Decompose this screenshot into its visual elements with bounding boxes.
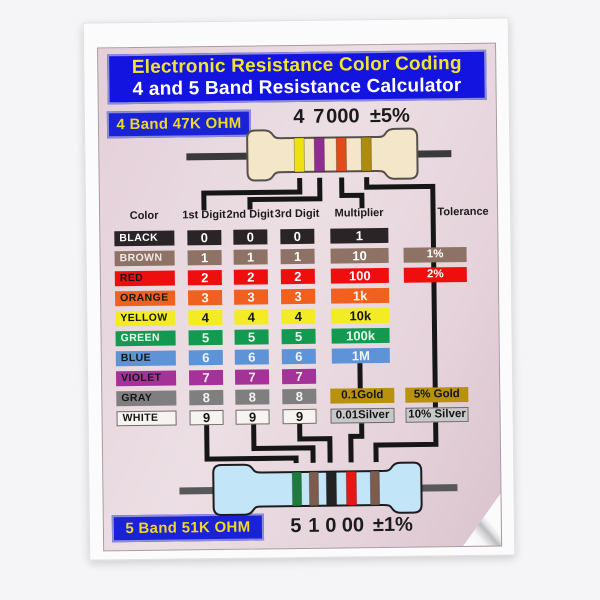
color-name-cell: BROWN xyxy=(114,250,175,267)
resistor4-bands xyxy=(293,136,373,173)
color-name-cell: VIOLET xyxy=(115,370,177,387)
color-name-cell: BLUE xyxy=(115,350,176,367)
digit2-cell: 2 xyxy=(233,269,268,285)
digit2-cell: 0 xyxy=(233,229,268,245)
digit3-cell: 9 xyxy=(282,408,317,425)
connector-orange-to-multiplier xyxy=(339,177,365,209)
digit1-cell: 1 xyxy=(187,249,222,266)
column-header-digit2: 2nd Digit xyxy=(226,208,274,221)
digit2-cell: 9 xyxy=(235,409,270,425)
multiplier-cell: 10 xyxy=(330,247,389,264)
column-header-multiplier: Multiplier xyxy=(334,206,384,220)
digit2-cell: 1 xyxy=(233,249,268,265)
band-gold xyxy=(360,136,373,172)
connector-multiplier-to-red xyxy=(348,415,365,463)
multiplier-silver-cell: 0.01Silver xyxy=(330,407,395,424)
column-header-color: Color xyxy=(129,209,159,223)
connector-yellow-to-digit1 xyxy=(201,177,303,211)
value5-zeros: 00 xyxy=(341,514,365,537)
band-brown-2 xyxy=(369,470,381,506)
multiplier-cell: 100k xyxy=(331,327,390,344)
band-red xyxy=(345,470,358,506)
digit2-cell: 7 xyxy=(234,369,270,385)
multiplier-cell: 100 xyxy=(330,267,389,284)
column-header-digit3: 3rd Digit xyxy=(274,207,320,221)
digit1-cell: 5 xyxy=(188,329,223,346)
multiplier-gold-cell: 0.1Gold xyxy=(330,387,395,404)
band-yellow xyxy=(293,137,306,173)
color-name-cell: WHITE xyxy=(116,410,177,427)
connector-violet-to-digit2 xyxy=(247,177,323,210)
digit3-cell: 8 xyxy=(282,388,317,405)
digit2-cell: 8 xyxy=(235,389,270,405)
digit3-cell: 5 xyxy=(281,328,316,345)
digit3-cell: 4 xyxy=(281,308,316,325)
color-name-cell: ORANGE xyxy=(115,290,176,307)
digit1-cell: 2 xyxy=(187,269,222,286)
digit2-cell: 5 xyxy=(234,329,269,345)
resistor4-body xyxy=(246,127,419,182)
value4-digit1: 4 xyxy=(293,105,305,129)
multiplier-cell: 1M xyxy=(331,347,390,364)
digit3-cell: 7 xyxy=(281,368,317,385)
value5-digit1: 5 xyxy=(290,514,302,538)
poster-paper: Electronic Resistance Color Coding 4 and… xyxy=(82,17,516,561)
value4-zeros: 000 xyxy=(326,105,360,128)
digit2-cell: 3 xyxy=(234,289,269,305)
digit3-cell: 0 xyxy=(280,228,315,245)
band-green xyxy=(291,471,303,507)
connector-digit2-to-brown xyxy=(251,416,316,463)
tolerance-silver-cell: 10% Silver xyxy=(405,406,469,423)
digit3-cell: 1 xyxy=(280,248,315,265)
color-name-cell: GREEN xyxy=(115,330,176,347)
connector-gold-to-tolerance xyxy=(364,177,439,463)
digit3-cell: 2 xyxy=(280,268,315,285)
digit1-cell: 8 xyxy=(189,389,224,406)
digit1-cell: 4 xyxy=(188,309,223,326)
resistor4-right-lead xyxy=(414,150,452,158)
color-name-cell: BLACK xyxy=(114,230,175,247)
band-orange xyxy=(335,136,348,173)
tolerance-cell: 2% xyxy=(403,266,467,283)
digit3-cell: 6 xyxy=(281,348,316,365)
multiplier-cell: 1 xyxy=(330,227,389,244)
digit1-cell: 3 xyxy=(188,289,223,306)
resistor-diagram-layer xyxy=(179,127,458,516)
band-black xyxy=(325,471,338,507)
multiplier-cell: 1k xyxy=(330,287,390,304)
band-violet xyxy=(313,137,326,173)
digit3-cell: 3 xyxy=(281,288,316,305)
column-header-digit1: 1st Digit xyxy=(182,208,226,222)
tolerance-gold-cell: 5% Gold xyxy=(405,386,469,403)
poster-panel: Electronic Resistance Color Coding 4 and… xyxy=(97,42,503,552)
color-name-cell: GRAY xyxy=(116,390,177,407)
digit1-cell: 7 xyxy=(188,369,224,386)
digit1-cell: 6 xyxy=(188,349,223,366)
color-name-cell: YELLOW xyxy=(115,310,176,327)
value5-tolerance: ±1% xyxy=(372,513,413,537)
value5-digit3: 0 xyxy=(325,514,337,537)
resistor5-left-lead xyxy=(179,487,216,495)
resistor5-bands xyxy=(291,470,381,507)
digit1-cell: 9 xyxy=(189,409,224,426)
resistor4-left-lead xyxy=(186,152,251,161)
connector-digit3-to-black xyxy=(297,415,333,463)
digit2-cell: 6 xyxy=(234,349,269,365)
digit1-cell: 0 xyxy=(187,229,222,246)
connector-group xyxy=(201,177,439,464)
band-brown-1 xyxy=(308,471,320,507)
tolerance-cell: 1% xyxy=(403,246,467,263)
value5-digit2: 1 xyxy=(308,514,320,537)
color-name-cell: RED xyxy=(114,270,175,287)
connector-digit1-to-green xyxy=(204,417,299,464)
digit2-cell: 4 xyxy=(234,309,269,325)
value4-tolerance: ±5% xyxy=(369,104,410,128)
column-header-tolerance: Tolerance xyxy=(437,205,489,219)
multiplier-cell: 10k xyxy=(331,307,390,324)
value4-digit2: 7 xyxy=(313,105,325,128)
resistor5-right-lead xyxy=(417,484,458,492)
